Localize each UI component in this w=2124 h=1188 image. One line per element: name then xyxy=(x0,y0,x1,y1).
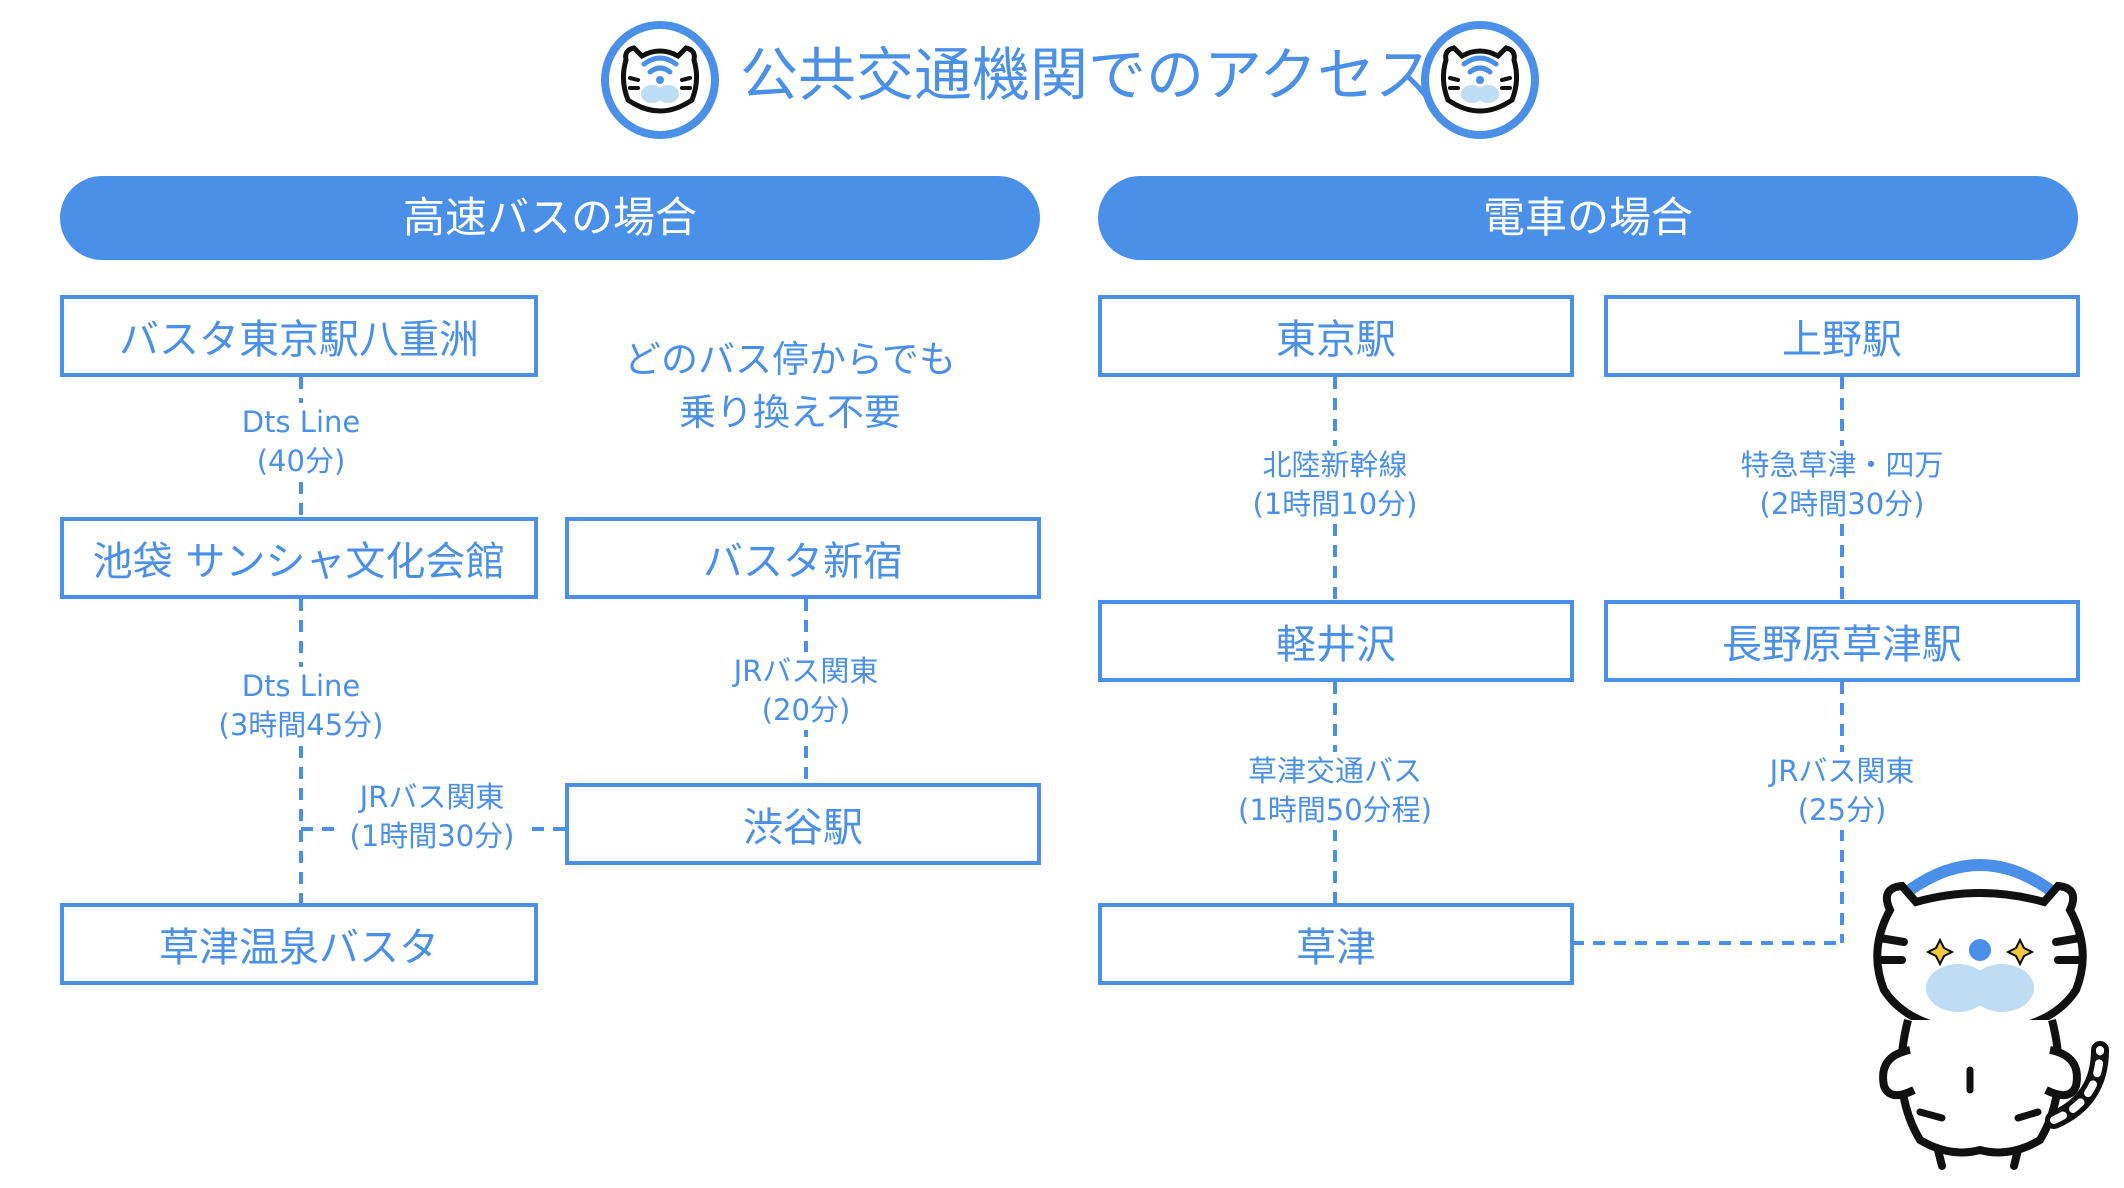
bus-section-header: 高速バスの場合 xyxy=(60,176,1040,260)
route-label-shibuya-kusatsu: JRバス関東 (1時間30分) xyxy=(337,778,527,856)
sparkle-icon xyxy=(1925,937,2035,967)
station-box-tokyo: 東京駅 xyxy=(1098,295,1574,377)
stop-box-yaesu: バスタ東京駅八重洲 xyxy=(60,295,538,377)
route-label-karuizawa-kusatsu: 草津交通バス (1時間50分程) xyxy=(1225,752,1445,830)
route-line-name: 特急草津・四万 xyxy=(1740,448,1944,482)
station-box-ueno: 上野駅 xyxy=(1604,295,2080,377)
stop-box-shibuya: 渋谷駅 xyxy=(565,783,1041,865)
route-line-name: 北陸新幹線 xyxy=(1262,448,1408,482)
no-transfer-note-line1: どのバス停からでも xyxy=(624,338,956,381)
route-line-name: Dts Line xyxy=(241,669,361,703)
stop-box-kusatsu-onsen: 草津温泉バスタ xyxy=(60,903,538,985)
stop-box-ikebukuro: 池袋 サンシャ文化会館 xyxy=(60,517,538,599)
stop-box-shinjuku: バスタ新宿 xyxy=(565,517,1041,599)
route-line-name: 草津交通バス xyxy=(1247,754,1422,788)
station-box-karuizawa: 軽井沢 xyxy=(1098,600,1574,682)
route-duration: (2時間30分) xyxy=(1759,487,1925,521)
route-label-shinjuku-shibuya: JRバス関東 (20分) xyxy=(726,652,886,730)
route-label-yaesu-ikebukuro: Dts Line (40分) xyxy=(211,403,391,481)
route-duration: (1時間30分) xyxy=(349,819,515,853)
route-label-tokyo-karuizawa: 北陸新幹線 (1時間10分) xyxy=(1235,446,1435,524)
route-duration: (3時間45分) xyxy=(218,708,384,742)
route-duration: (1時間50分程) xyxy=(1238,793,1432,827)
route-duration: (20分) xyxy=(761,693,851,727)
route-line-name: Dts Line xyxy=(241,405,361,439)
station-box-kusatsu: 草津 xyxy=(1098,903,1574,985)
route-duration: (40分) xyxy=(256,444,346,478)
route-line-name: JRバス関東 xyxy=(733,654,879,688)
tiger-mascot-icon xyxy=(1873,859,2109,1170)
route-line-name: JRバス関東 xyxy=(359,780,505,814)
train-section-header: 電車の場合 xyxy=(1098,176,2078,260)
route-label-naganohara-kusatsu: JRバス関東 (25分) xyxy=(1752,752,1932,830)
no-transfer-note: どのバス停からでも 乗り換え不要 xyxy=(590,333,990,439)
route-label-ikebukuro-kusatsu: Dts Line (3時間45分) xyxy=(201,667,401,745)
tiger-mascot-badge-icon xyxy=(1421,21,1539,139)
route-duration: (1時間10分) xyxy=(1252,487,1418,521)
page-title: 公共交通機関でのアクセス xyxy=(740,41,1434,109)
route-duration: (25分) xyxy=(1797,793,1887,827)
station-box-naganohara: 長野原草津駅 xyxy=(1604,600,2080,682)
no-transfer-note-line2: 乗り換え不要 xyxy=(679,391,901,434)
route-label-ueno-naganohara: 特急草津・四万 (2時間30分) xyxy=(1732,446,1952,524)
tiger-mascot-badge-icon xyxy=(601,21,719,139)
route-line-name: JRバス関東 xyxy=(1769,754,1915,788)
